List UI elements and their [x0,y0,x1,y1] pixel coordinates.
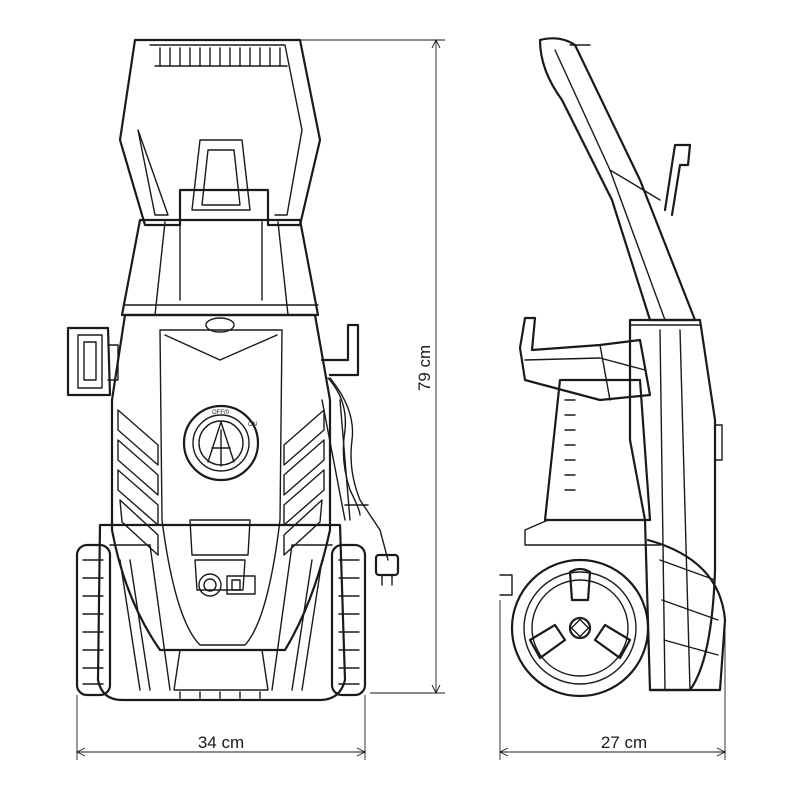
front-upper-column [120,218,320,317]
front-handle [118,38,322,227]
front-right-wheel [330,543,367,697]
dimension-depth: 27 cm [498,600,727,760]
side-base [646,538,727,692]
side-gun-holder [518,316,652,402]
side-main-body [628,318,723,692]
power-switch [198,573,256,597]
front-power-cord [320,323,400,586]
power-dial: OFF/0 ON [182,404,260,482]
front-main-body [110,313,332,652]
dial-on-label: ON [248,422,257,428]
dimension-height: 79 cm [295,38,445,695]
side-view [499,37,727,698]
dial-off-label: OFF/0 [212,410,230,416]
front-view: OFF/0 ON [66,38,400,702]
depth-label: 27 cm [601,733,647,752]
side-motor [524,378,661,546]
side-handle [538,37,697,322]
dimension-width: 34 cm [75,695,367,760]
width-label: 34 cm [198,733,244,752]
front-left-wheel [75,543,112,697]
front-left-holder [66,326,119,397]
front-base [96,523,347,702]
height-label: 79 cm [415,345,434,391]
side-wheel [499,558,650,698]
